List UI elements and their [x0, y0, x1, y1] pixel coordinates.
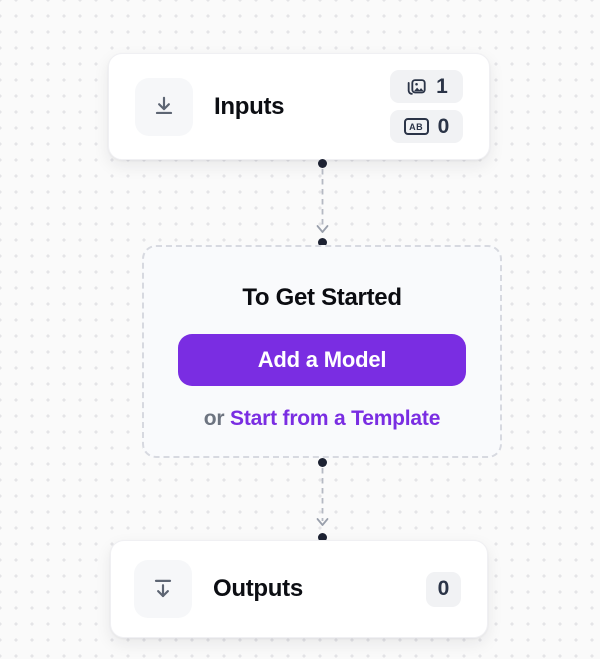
add-model-button[interactable]: Add a Model: [178, 334, 466, 386]
text-inputs-count-badge: AB 0: [390, 110, 463, 143]
inputs-node-title: Inputs: [214, 92, 285, 120]
outputs-icon-box: [134, 560, 192, 618]
download-icon: [155, 96, 173, 114]
inputs-badges: 1 AB 0: [390, 70, 463, 143]
inputs-node[interactable]: Inputs 1 AB 0: [108, 53, 490, 160]
center-source-handle[interactable]: [318, 458, 327, 467]
image-inputs-count: 1: [436, 74, 448, 98]
text-inputs-count: 0: [437, 114, 450, 138]
start-from-template-link[interactable]: Start from a Template: [230, 407, 441, 430]
or-label: or: [203, 407, 231, 430]
outputs-count-badge: 0: [426, 571, 461, 607]
inputs-source-handle[interactable]: [318, 159, 327, 168]
edge-inputs-to-center: [316, 169, 329, 233]
outputs-node[interactable]: Outputs 0: [110, 540, 488, 638]
inputs-icon-box: [135, 77, 193, 136]
download-to-line-icon: [154, 579, 172, 598]
text-field-icon: AB: [403, 118, 429, 135]
center-target-handle[interactable]: [318, 238, 327, 247]
get-started-node[interactable]: To Get Started Add a Model or Start from…: [142, 245, 502, 458]
edge-center-to-outputs: [316, 468, 329, 526]
image-inputs-count-badge: 1: [390, 70, 463, 103]
outputs-target-handle[interactable]: [318, 533, 327, 542]
arrow-down-icon: [316, 518, 329, 526]
images-icon: [407, 78, 426, 95]
arrow-down-icon: [316, 225, 329, 233]
outputs-node-title: Outputs: [213, 575, 303, 602]
get-started-subtext: or Start from a Template: [203, 407, 441, 431]
get-started-title: To Get Started: [242, 284, 402, 311]
